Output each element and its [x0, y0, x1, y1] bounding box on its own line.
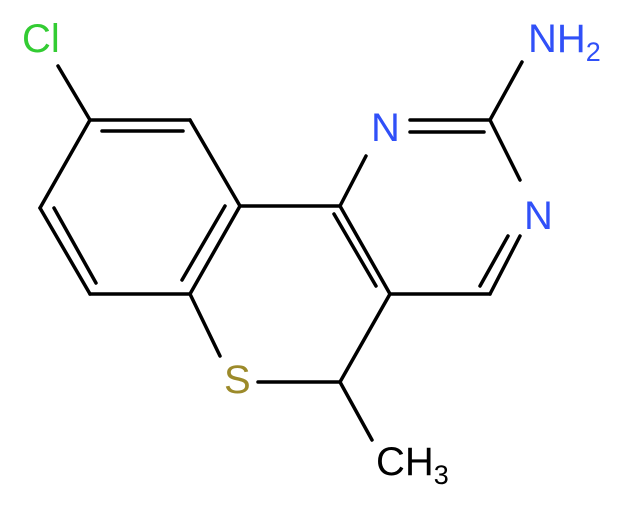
bond-c10a-c6a-inner — [180, 204, 227, 282]
bond-c10b-n1 — [338, 154, 368, 208]
bond-c7-c8-inner — [52, 206, 98, 285]
sulfur-label: S — [224, 358, 251, 402]
nitrogen-3-label: N — [524, 194, 553, 238]
methyl-subscript: 3 — [434, 460, 449, 490]
bond-cl-c — [56, 64, 92, 122]
nitrogen-1-label: N — [371, 106, 400, 150]
bond-c8-c9 — [38, 118, 92, 210]
methyl-main: CH — [376, 440, 434, 484]
amine-subscript: 2 — [586, 37, 601, 67]
bond-c4a-c10b — [338, 204, 392, 296]
amine-label: NH2 — [528, 17, 601, 67]
atom-labels: Cl NH2 N N S CH3 — [22, 17, 601, 490]
bond-c7-c8 — [38, 206, 92, 296]
bond-c2-n3 — [488, 118, 522, 182]
bond-c4a-c10b-inner — [332, 212, 378, 288]
methyl-label: CH3 — [376, 440, 449, 490]
bond-c5-ch3 — [338, 380, 374, 442]
chlorine-label: Cl — [22, 17, 60, 61]
bond-c6a-s — [188, 292, 222, 358]
bond-c2-nh2 — [488, 60, 524, 122]
bond-c10a-c6a — [188, 204, 242, 296]
bond-c10-c10a — [188, 118, 242, 208]
bond-lines — [38, 60, 524, 442]
amine-main: NH — [528, 17, 586, 61]
bond-c5-c4a — [338, 292, 392, 384]
bond-n3-c4 — [488, 234, 522, 296]
bond-n3-c4-inner — [478, 234, 510, 288]
